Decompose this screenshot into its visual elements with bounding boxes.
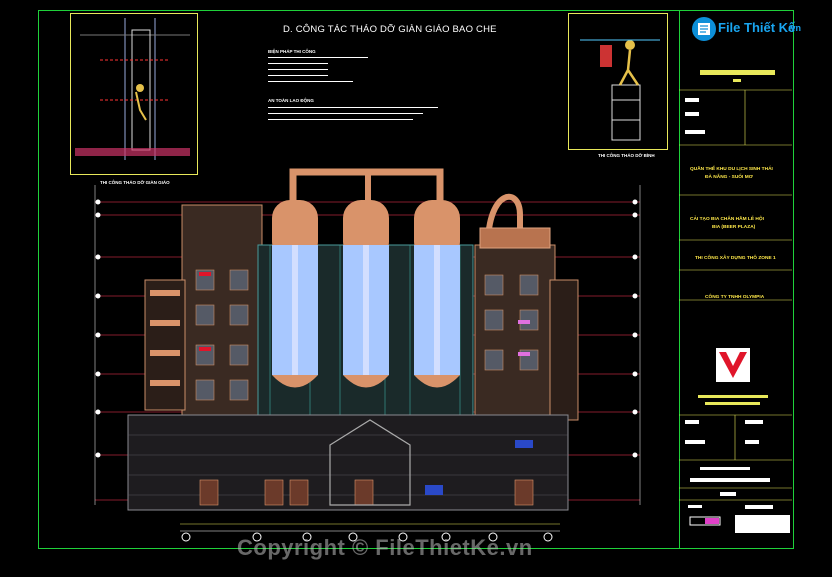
- company-name: CÔNG TY TNHH OLYMPIA: [705, 295, 765, 300]
- tank-2: [343, 200, 389, 388]
- tank-3: [414, 200, 460, 388]
- caption-right-detail: THI CÔNG THÁO DỠ BÌNH: [598, 153, 655, 158]
- logo-text: File Thiết Kế: [718, 20, 796, 35]
- caption-left-detail: THI CÔNG THÁO DỠ GIÀN GIÁO: [100, 180, 170, 185]
- logo-domain: .vn: [788, 23, 802, 33]
- work-name-line-2: BIA (BEER PLAZA): [712, 225, 756, 230]
- detail-right-frame: [568, 13, 668, 150]
- project-name-line-1: QUẦN THỂ KHU DU LỊCH SINH THÁI: [690, 167, 773, 172]
- work-name-line-1: CẢI TẠO BIA CHÂN HẦM LỄ HỘI: [690, 217, 764, 222]
- sheet-title: THI CÔNG XÂY DỰNG THÔ ZONE 1: [695, 256, 776, 261]
- detail-left-sketch: [75, 18, 190, 160]
- project-name-line-2: ĐÀ NẴNG - SUỐI MƠ: [705, 175, 753, 180]
- title-block-border: [679, 10, 794, 549]
- tank-1: [272, 200, 318, 388]
- copyright-watermark: Copyright © FileThietKe.vn: [237, 535, 533, 560]
- drawing-main-title: D. CÔNG TÁC THÁO DỠ GIÀN GIÁO BAO CHE: [283, 24, 497, 35]
- detail-left-frame: [70, 13, 198, 175]
- detail-right-sketch: [580, 39, 660, 141]
- note-heading-2: AN TOÀN LAO ĐỘNG: [268, 98, 314, 103]
- site-logo: File Thiết Kế .vn: [688, 13, 806, 45]
- note-heading-1: BIỆN PHÁP THI CÔNG: [268, 49, 316, 54]
